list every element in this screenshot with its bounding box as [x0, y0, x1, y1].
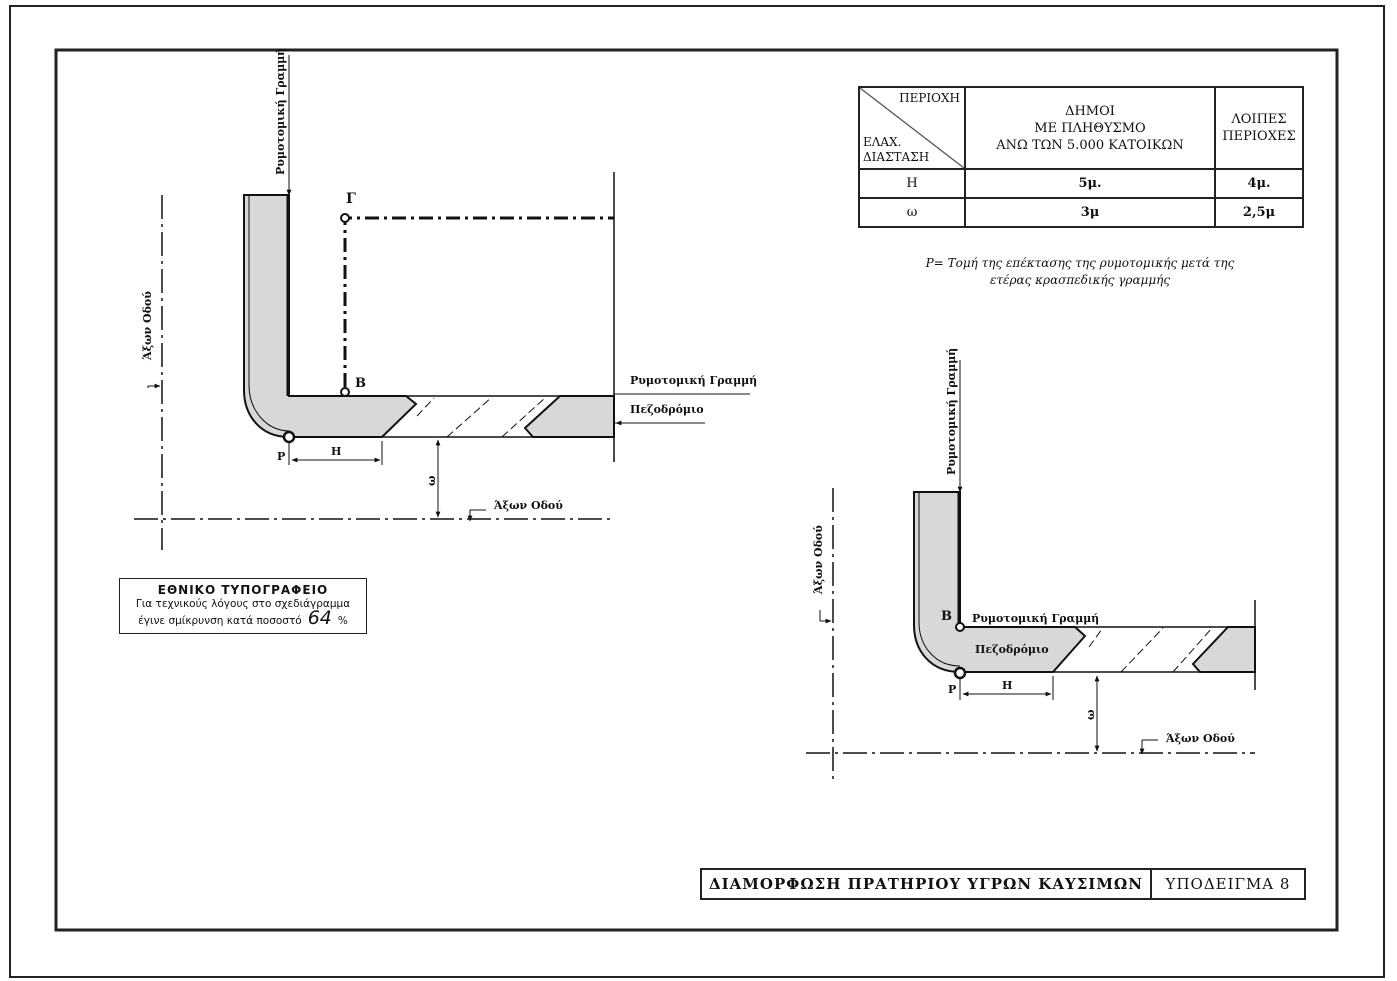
example-number: ΥΠΟΔΕΙΓΜΑ 8 — [1165, 875, 1291, 893]
row-value-other: 4μ. — [1214, 168, 1304, 199]
label-road-axis-left-horizontal: Άξων Οδού — [493, 499, 563, 512]
label-road-axis-right-vertical: Άξων Οδού — [812, 525, 825, 595]
note-line2: ετέρας κρασπεδικής γραμμής — [989, 273, 1171, 287]
stamp-percent: 64 — [307, 607, 332, 629]
label-road-axis-left-vertical: Άξων Οδού — [141, 291, 154, 361]
header-col1-line1: ΔΗΜΟΙ — [1065, 103, 1115, 119]
row-value-municipalities: 5μ. — [964, 168, 1216, 199]
table-corner-cell: ΠΕΡΙΟΧΗ ΕΛΑΧ. ΔΙΑΣΤΑΣΗ — [858, 86, 966, 170]
inner-frame — [54, 48, 1339, 932]
definition-note: Ρ= Τομή της επέκτασης της ρυμοτομικής με… — [880, 255, 1280, 289]
header-col2-line2: ΠΕΡΙΟΧΕΣ — [1222, 129, 1296, 144]
label-point-g: Γ — [346, 191, 356, 207]
stamp-title: ΕΘΝΙΚΟ ΤΥΠΟΓΡΑΦΕΙΟ — [157, 583, 329, 597]
stamp-line2-wrap: έγινε σμίκρυνση κατά ποσοστό 64% — [120, 609, 366, 628]
row-value-other: 2,5μ — [1214, 197, 1304, 228]
curb-shape-left — [243, 194, 418, 438]
header-col2-line1: ΛΟΙΠΕΣ — [1231, 112, 1287, 127]
title-block: ΔΙΑΜΟΡΦΩΣΗ ΠΡΑΤΗΡΙΟΥ ΥΓΡΩΝ ΚΑΥΣΙΜΩΝ ΥΠΟΔ… — [700, 868, 1306, 900]
label-point-p-left: Ρ — [277, 450, 285, 463]
label-building-line-vertical-right: Ρυμοτομική Γραμμή — [945, 348, 958, 475]
label-building-line-right: Ρυμοτομική Γραμμή — [972, 612, 1099, 625]
sidewalk-piece-left — [523, 395, 615, 438]
label-dim-h-right: Η — [1002, 679, 1012, 692]
header-col1-line3: ΑΝΩ ΤΩΝ 5.000 ΚΑΤΟΙΚΩΝ — [996, 137, 1184, 153]
header-other-areas: ΛΟΙΠΕΣ ΠΕΡΙΟΧΕΣ — [1214, 86, 1304, 170]
corner-bottom-line2: ΔΙΑΣΤΑΣΗ — [863, 150, 930, 164]
stamp-line1: Για τεχνικούς λόγους στο σχεδιάγραμμα — [135, 598, 351, 610]
label-point-p-right: Ρ — [948, 683, 956, 696]
header-col1-line2: ΜΕ ΠΛΗΘΥΣΜΟ — [1034, 120, 1146, 136]
table-row: Η 5μ. 4μ. — [858, 168, 1304, 199]
label-point-b-left: Β — [355, 376, 366, 391]
corner-top-label: ΠΕΡΙΟΧΗ — [899, 91, 960, 105]
table-row: ω 3μ 2,5μ — [858, 197, 1304, 228]
label-dim-w-left: ω — [425, 475, 438, 486]
drawing-title: ΔΙΑΜΟΡΦΩΣΗ ΠΡΑΤΗΡΙΟΥ ΥΓΡΩΝ ΚΑΥΣΙΜΩΝ — [702, 870, 1152, 898]
sidewalk-piece-right — [1191, 626, 1256, 673]
label-point-b-right: Β — [941, 609, 952, 624]
note-line1: Ρ= Τομή της επέκτασης της ρυμοτομικής με… — [925, 256, 1235, 270]
label-dim-w-right: ω — [1084, 709, 1097, 720]
dimensions-table: ΠΕΡΙΟΧΗ ΕΛΑΧ. ΔΙΑΣΤΑΣΗ ΔΗΜΟΙ ΜΕ ΠΛΗΘΥΣΜΟ… — [858, 86, 1304, 228]
diagram-right: Ρυμοτομική Γραμμή Ρυμοτομική Γραμμή Πεζο… — [806, 348, 1256, 782]
outer-frame — [9, 5, 1385, 978]
row-label: Η — [858, 168, 966, 199]
corner-bottom-label: ΕΛΑΧ. ΔΙΑΣΤΑΣΗ — [863, 135, 929, 165]
label-dim-h-left: Η — [331, 445, 341, 458]
diagram-left: Ρυμοτομική Γραμμή Ρυμοτομική Γραμμή Πεζο… — [134, 48, 757, 550]
stamp-percent-sign: % — [337, 615, 348, 627]
label-road-axis-right-horizontal: Άξων Οδού — [1165, 732, 1235, 745]
label-sidewalk-left: Πεζοδρόμιο — [630, 403, 704, 416]
stamp-line2: έγινε σμίκρυνση κατά ποσοστό — [138, 615, 302, 627]
label-building-line-left: Ρυμοτομική Γραμμή — [630, 374, 757, 387]
label-sidewalk-right: Πεζοδρόμιο — [975, 643, 1049, 656]
row-label: ω — [858, 197, 966, 228]
row-value-municipalities: 3μ — [964, 197, 1216, 228]
label-building-line-vertical-left: Ρυμοτομική Γραμμή — [274, 48, 287, 175]
printing-office-stamp: ΕΘΝΙΚΟ ΤΥΠΟΓΡΑΦΕΙΟ Για τεχνικούς λόγους … — [119, 578, 367, 634]
header-municipalities: ΔΗΜΟΙ ΜΕ ΠΛΗΘΥΣΜΟ ΑΝΩ ΤΩΝ 5.000 ΚΑΤΟΙΚΩΝ — [964, 86, 1216, 170]
corner-bottom-line1: ΕΛΑΧ. — [863, 135, 902, 149]
